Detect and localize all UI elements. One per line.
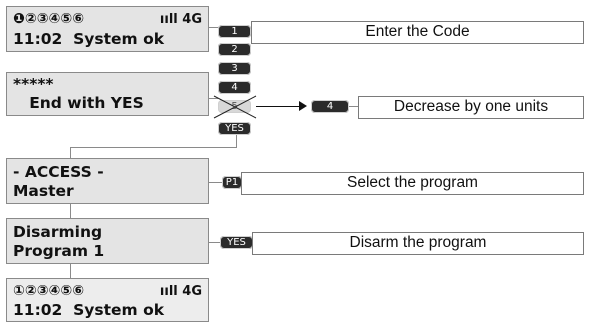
zone-indicators: ①②③④⑤⑥	[13, 283, 85, 299]
key-yes[interactable]: YES	[220, 236, 253, 249]
key-1[interactable]: 1	[218, 25, 251, 38]
zone-indicators: ❶②③④⑤⑥	[13, 11, 85, 27]
arrow-head-icon	[299, 101, 307, 111]
key-4[interactable]: 4	[218, 81, 251, 94]
label-disarm-program: Disarm the program	[252, 232, 584, 255]
key-3[interactable]: 3	[218, 62, 251, 75]
connector-line	[209, 242, 220, 243]
connector-line	[70, 204, 71, 218]
instruction-line: End with YES	[13, 94, 144, 112]
connector-line	[70, 147, 71, 158]
key-yes[interactable]: YES	[218, 122, 251, 135]
signal-strength-icon: ııll 4G	[159, 12, 202, 27]
signal-strength-icon: ııll 4G	[159, 284, 202, 299]
access-user: Master	[13, 182, 74, 200]
connector-line	[209, 182, 222, 183]
cross-out-icon	[213, 95, 257, 119]
status-line: 11:02 System ok	[13, 301, 165, 319]
access-title: - ACCESS -	[13, 163, 104, 181]
key-4-decrease[interactable]: 4	[311, 100, 349, 113]
key-2[interactable]: 2	[218, 43, 251, 56]
connector-line	[70, 264, 71, 278]
lcd-screen-final: ①②③④⑤⑥ ııll 4G 11:02 System ok	[6, 278, 209, 322]
lcd-screen-disarming: Disarming Program 1	[6, 218, 209, 264]
disarming-title: Disarming	[13, 223, 103, 241]
connector-line	[349, 106, 359, 107]
connector-line	[209, 27, 218, 28]
label-decrease: Decrease by one units	[358, 96, 584, 119]
connector-line	[70, 147, 237, 148]
connector-line	[236, 134, 237, 148]
lcd-screen-access: - ACCESS - Master	[6, 158, 209, 204]
lcd-screen-code-entry: ***** End with YES	[6, 72, 209, 116]
label-enter-code: Enter the Code	[251, 21, 584, 44]
key-p1[interactable]: P1	[222, 176, 242, 189]
connector-line	[209, 98, 218, 99]
status-line: 11:02 System ok	[13, 30, 165, 48]
lcd-screen-standby: ❶②③④⑤⑥ ııll 4G 11:02 System ok	[6, 6, 209, 52]
arrow-line	[256, 106, 300, 107]
disarming-program: Program 1	[13, 242, 105, 260]
code-mask: *****	[13, 75, 54, 93]
label-select-program: Select the program	[241, 172, 584, 195]
